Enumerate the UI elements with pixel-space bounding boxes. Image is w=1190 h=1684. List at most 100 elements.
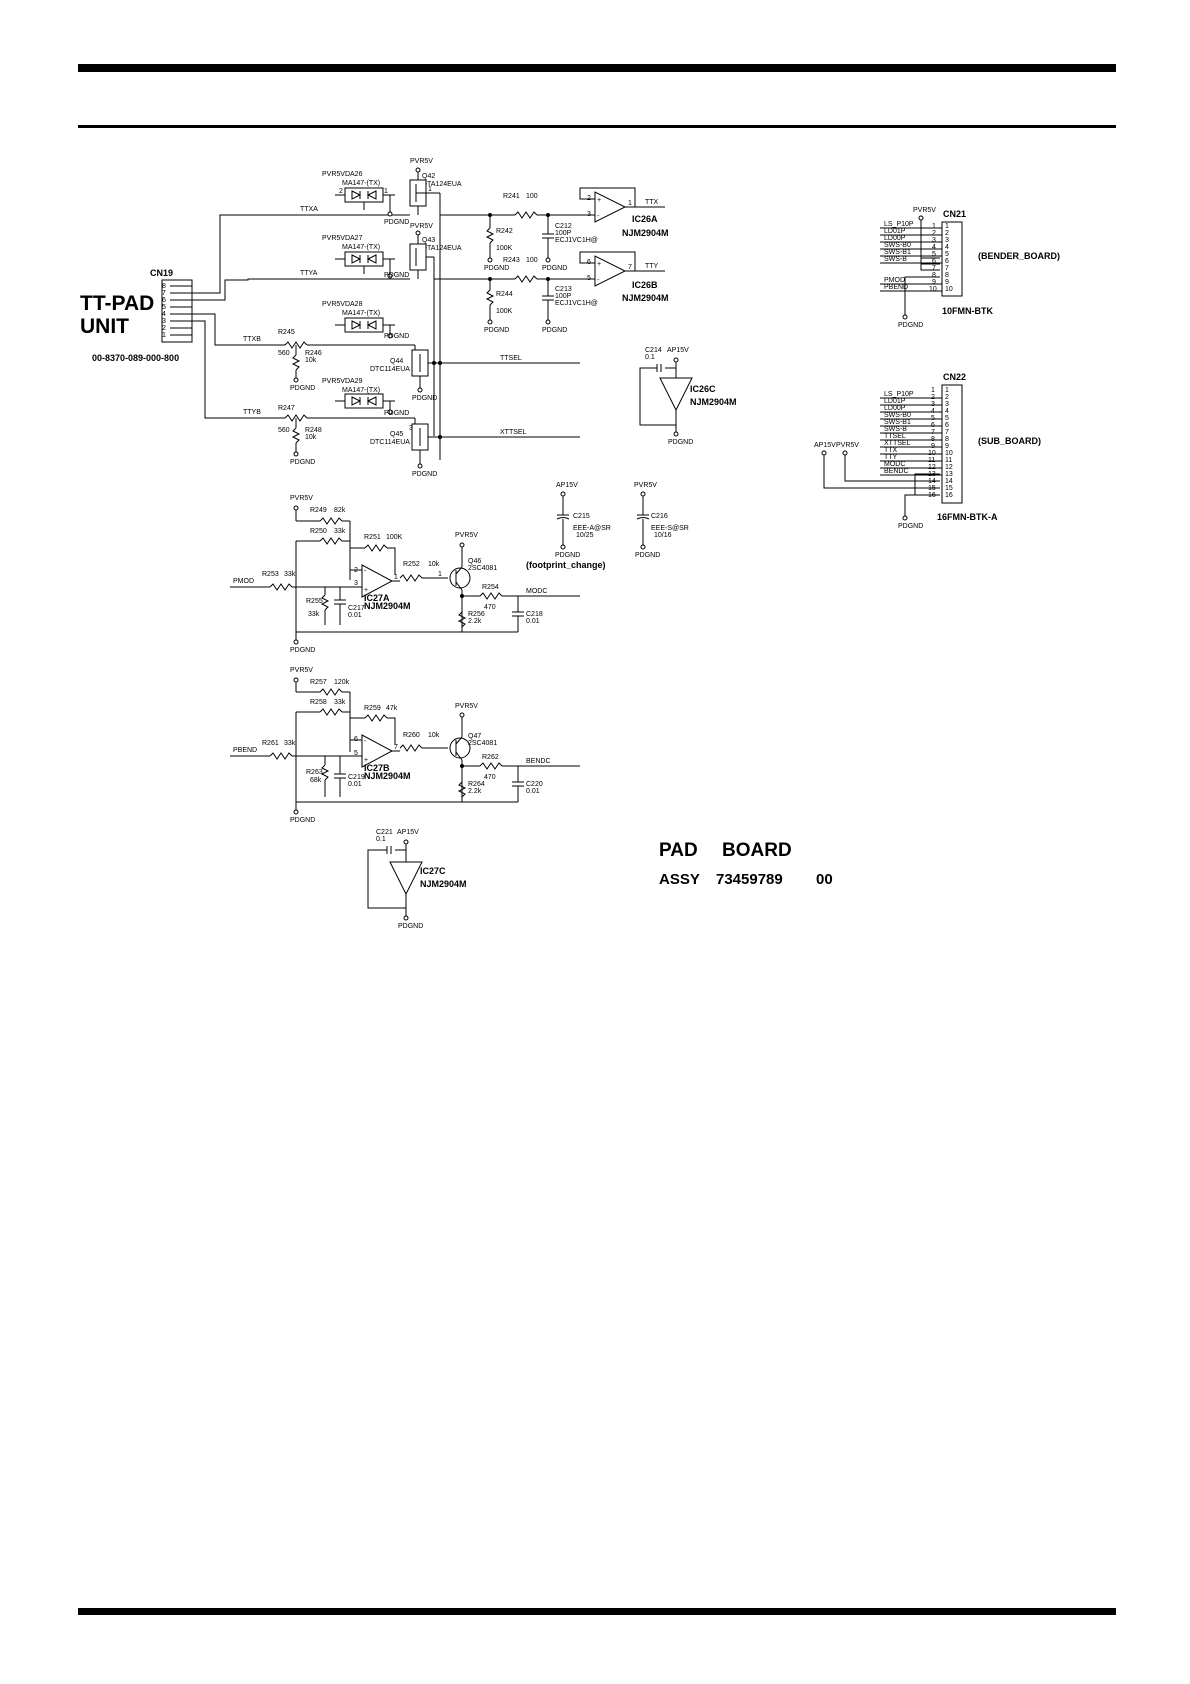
cn22-signal: LD00P: [884, 405, 906, 412]
cn22-signal: SWS-B1: [884, 419, 911, 426]
ic27b-part: NJM2904M: [364, 771, 411, 781]
c219-ref: C219: [348, 774, 365, 781]
assy-revision: 00: [816, 871, 833, 888]
cn22-pin: 13: [945, 471, 953, 478]
cn22-pin: 1: [945, 387, 949, 394]
cn22-pin: 5: [931, 415, 935, 422]
cn21-pin: 3: [945, 237, 949, 244]
r253-value: 33k: [284, 571, 296, 578]
supply-label: PVR5V: [410, 223, 433, 230]
r241-ref: R241: [503, 193, 520, 200]
r256-value: 2.2k: [468, 618, 482, 625]
c214-ref: C214: [645, 347, 662, 354]
c215-value: 10/25: [576, 532, 594, 539]
cn21-pin: 2: [945, 230, 949, 237]
top-rule-thick: [78, 64, 1116, 72]
c213-value: 100P: [555, 293, 572, 300]
top-rule-thin: [78, 125, 1116, 128]
c220-value: 0.01: [526, 788, 540, 795]
ic27c-ref: IC27C: [420, 866, 446, 876]
cn21-pin: 7: [945, 265, 949, 272]
r251-value: 100K: [386, 534, 403, 541]
cn19-pin: 1: [162, 332, 166, 339]
cn19-pin: 7: [162, 290, 166, 297]
r251-ref: R251: [364, 534, 381, 541]
transistor-q44: Q44 DTC114EUA PDGND TTSEL: [370, 345, 580, 402]
cn21-pin: 6: [945, 258, 949, 265]
r258-value: 33k: [334, 699, 346, 706]
c212-part: ECJ1VC1H@: [555, 237, 598, 244]
cn22-pin: 11: [945, 457, 952, 464]
r252-ref: R252: [403, 561, 420, 568]
q46-part: 2SC4081: [468, 565, 497, 572]
cn19-pin: 3: [162, 318, 166, 325]
cn22-pin: 3: [931, 401, 935, 408]
pin-label: 1: [394, 574, 398, 581]
supply-label: AP15V: [814, 442, 836, 449]
r254-ref: R254: [482, 584, 499, 591]
net-pbend: PBEND: [233, 747, 257, 754]
c215-part: EEE-A@SR: [573, 525, 611, 532]
cn21-pin: 10: [929, 286, 937, 293]
cn21-board: (BENDER_BOARD): [978, 251, 1060, 261]
supply-label: PVR5V: [634, 482, 657, 489]
cn22-ref: CN22: [943, 372, 966, 382]
gnd-label: PDGND: [290, 647, 315, 654]
r262-value: 470: [484, 774, 496, 781]
r257-value: 120k: [334, 679, 350, 686]
c216-ref: C216: [651, 513, 668, 520]
cn22-signal: LS_P10P: [884, 391, 914, 398]
resistor-r246: R246 10k: [305, 350, 322, 364]
r260-value: 10k: [428, 732, 440, 739]
q46-ref: Q46: [468, 558, 481, 565]
cn22-pin: 15: [945, 485, 953, 492]
r254-value: 470: [484, 604, 496, 611]
gnd-label: PDGND: [898, 322, 923, 329]
r243-ref: R243: [503, 257, 520, 264]
cn19-pin: 8: [162, 283, 166, 290]
pin-label: 2: [339, 188, 343, 195]
r245-value: 560: [278, 350, 290, 357]
q42-ref: Q42: [422, 173, 435, 180]
ic26c-ref: IC26C: [690, 384, 716, 394]
supply-label: PVR5V: [455, 703, 478, 710]
transistor-q42: PVR5V Q42 DTA124EUA 1: [409, 158, 462, 460]
cn21-pin: 9: [932, 279, 936, 286]
cn19-pin: 5: [162, 304, 166, 311]
cn22-signal: SWS-B0: [884, 412, 911, 419]
cn22-pin: 2: [931, 394, 935, 401]
gnd-label: PDGND: [668, 439, 693, 446]
cn21-signal: SWS-B: [884, 256, 907, 263]
c217-value: 0.01: [348, 612, 362, 619]
pin-label: 1: [628, 200, 632, 207]
gnd-label: PDGND: [898, 523, 923, 530]
svg-text:+: +: [597, 197, 601, 204]
cn22-pin: 12: [945, 464, 953, 471]
c220-ref: C220: [526, 781, 543, 788]
cn21-pin: 4: [945, 244, 949, 251]
c213-part: ECJ1VC1H@: [555, 300, 598, 307]
cn21-signal: LD01P: [884, 228, 906, 235]
cn22-pin: 10: [945, 450, 953, 457]
q42-part: DTA124EUA: [422, 181, 462, 188]
cn21-pin: 2: [932, 230, 936, 237]
cn21-pin: 1: [932, 223, 936, 230]
pmod-section: PVR5V R249 82k R250 33k R251 100K PMOD R…: [230, 495, 518, 654]
gnd-label: PDGND: [412, 471, 437, 478]
pbend-section: PVR5V R257 120k R258 33k R259 47k PBEND …: [230, 667, 518, 824]
ic27c-part: NJM2904M: [420, 879, 467, 889]
net-ttx: TTX: [645, 199, 659, 206]
opamp-ic26c: C214 0.1 AP15V PDGND IC26C NJM2904M: [639, 347, 737, 446]
r249-ref: R249: [310, 507, 327, 514]
opamp-ic27a: -+ 2 3 1 IC27A NJM2904M: [350, 564, 411, 611]
supply-label: PVR5V: [455, 532, 478, 539]
r244-ref: R244: [496, 291, 513, 298]
r256-ref: R256: [468, 611, 485, 618]
r249-value: 82k: [334, 507, 346, 514]
cn22-pin: 14: [945, 478, 953, 485]
gnd-label: PDGND: [384, 333, 409, 340]
cn19-part-number: 00-8370-089-000-800: [92, 353, 179, 363]
r255-value: 33k: [308, 611, 320, 618]
net-tty: TTY: [645, 263, 659, 270]
net-pmod: PMOD: [233, 578, 254, 585]
